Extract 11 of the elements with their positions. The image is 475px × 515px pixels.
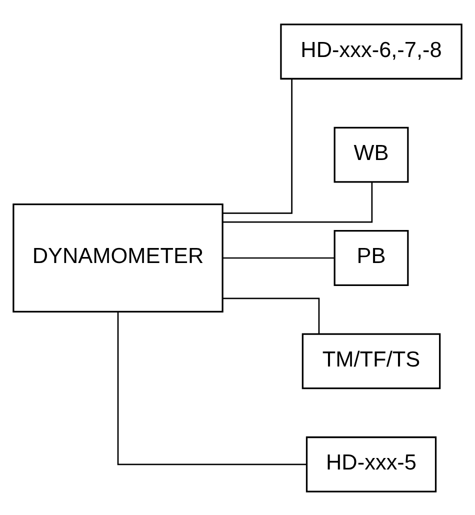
connector [222,78,292,214]
connector [222,182,373,222]
node-box: PB [334,230,409,286]
connector [222,297,320,334]
node-box: HD-xxx-6,-7,-8 [280,23,462,80]
node-box: HD-xxx-5 [306,436,437,492]
node-box: TM/TF/TS [302,332,441,389]
node-box: WB [334,126,409,182]
connector [222,256,334,258]
node-box: DYNAMOMETER [12,203,224,312]
connector [117,311,307,465]
